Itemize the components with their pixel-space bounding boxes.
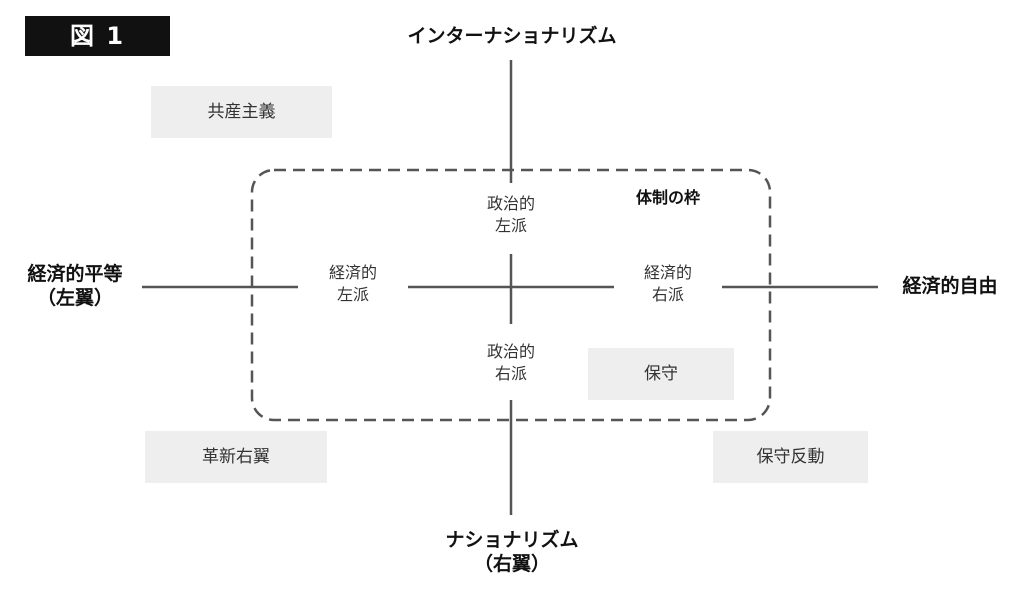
axis-label-bottom-line2: （右翼）: [473, 553, 550, 575]
axis-label-left: 経済的平等 （左翼）: [10, 262, 140, 310]
inner-label-right-line2: 右派: [651, 285, 684, 304]
axis-label-right: 経済的自由: [902, 275, 998, 297]
axis-label-bottom: ナショナリズム （右翼）: [412, 528, 612, 576]
inner-label-top: 政治的 左派: [461, 193, 561, 237]
box-reactionary: 保守反動: [713, 431, 868, 483]
system-frame: [250, 168, 772, 422]
inner-label-bottom-line2: 右派: [494, 364, 527, 383]
box-reformist-right: 革新右翼: [145, 431, 327, 483]
inner-label-right-line1: 経済的: [643, 263, 692, 282]
inner-label-left-line2: 左派: [336, 285, 369, 304]
figure-label: 図 1: [25, 16, 170, 56]
inner-label-bottom-line1: 政治的: [486, 342, 535, 361]
axis-label-left-line2: （左翼）: [36, 287, 113, 309]
inner-label-top-line1: 政治的: [486, 194, 535, 213]
box-conservative: 保守: [588, 348, 734, 400]
axis-label-top: インターナショナリズム: [407, 25, 617, 47]
inner-label-left: 経済的 左派: [303, 262, 403, 306]
box-communism: 共産主義: [151, 86, 332, 138]
inner-label-right: 経済的 右派: [618, 262, 718, 306]
inner-label-left-line1: 経済的: [328, 263, 377, 282]
axis-label-bottom-line1: ナショナリズム: [445, 529, 579, 551]
inner-label-top-line2: 左派: [494, 216, 527, 235]
axis-label-left-line1: 経済的平等: [27, 263, 123, 285]
frame-label: 体制の枠: [636, 188, 701, 207]
inner-label-bottom: 政治的 右派: [461, 341, 561, 385]
